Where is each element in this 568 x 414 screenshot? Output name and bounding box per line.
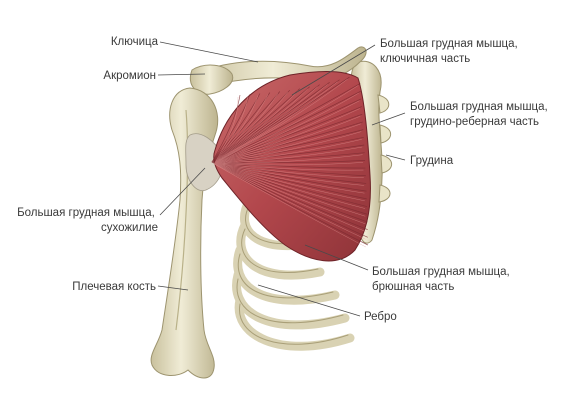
muscle-fiber-highlight (213, 163, 367, 248)
muscle-fiber (211, 161, 368, 215)
muscle-fiber-highlight (213, 163, 365, 194)
labels: Ключица Акромион Большая грудная мышца, … (17, 36, 551, 323)
muscle-fiber (211, 84, 320, 163)
leader-rib (257, 284, 361, 317)
muscle-fiber-highlight (213, 84, 328, 165)
muscle-fiber-highlight (213, 100, 360, 165)
muscle-fiber-highlight (213, 92, 288, 165)
muscle-fiber (211, 144, 365, 163)
muscle-fiber-highlight (213, 163, 366, 240)
muscle-fiber-highlight (213, 123, 361, 165)
muscle-fiber (211, 94, 251, 163)
muscle-fiber-highlight (213, 108, 360, 165)
muscle-fiber-highlight (213, 94, 269, 165)
muscle-fiber-highlight (213, 92, 359, 165)
muscle-fiber-highlight (213, 78, 348, 165)
muscle-fiber-highlight (213, 163, 366, 232)
leader-clavicle (159, 41, 259, 63)
muscle-fiber (211, 94, 241, 163)
muscle-fiber-highlight (213, 88, 308, 165)
muscle-fiber-highlight (213, 95, 259, 165)
muscle-fiber-highlight (213, 163, 366, 209)
leader-clavicular-part (291, 44, 376, 96)
muscle-fiber (211, 91, 281, 163)
label-clavicular-part: Большая грудная мышца, ключичная часть (380, 38, 521, 65)
muscle-fiber-highlight (213, 131, 362, 165)
muscle-fiber-highlight (213, 163, 364, 179)
muscle-fiber-highlight (213, 163, 365, 202)
muscle-fiber (211, 160, 366, 163)
muscle-fiber-highlight (213, 163, 366, 217)
muscle-fiber (211, 161, 366, 169)
pectoralis-tendon (185, 133, 224, 192)
label-sternum: Грудина (410, 155, 454, 167)
muscle-fiber-highlight (213, 163, 364, 171)
muscle-fiber (211, 161, 368, 230)
muscle-fiber (211, 83, 361, 163)
label-sternocostal-part: Большая грудная мышца, грудино-реберная … (410, 101, 551, 128)
muscle-fiber (211, 152, 365, 163)
label-humerus: Плечевая кость (72, 281, 156, 293)
muscle-fiber-highlight (213, 115, 361, 165)
muscle-fiber-highlight (213, 90, 298, 165)
muscle-fiber-highlight (213, 96, 249, 165)
leader-sternocostal-part (371, 112, 406, 126)
muscle-fiber-highlight (213, 96, 239, 165)
leader-sternum (385, 154, 406, 161)
leader-tendon (159, 167, 206, 216)
leader-acromion (157, 73, 206, 76)
leader-humerus (157, 285, 189, 291)
label-abdominal-part: Большая грудная мышца, брюшная часть (372, 266, 513, 293)
muscle-fiber (211, 89, 291, 163)
muscle-fiber-highlight (213, 139, 362, 165)
rib-2 (236, 220, 325, 280)
leader-lines (157, 41, 406, 317)
muscle-fiber (211, 82, 330, 163)
muscle-fiber-highlight (213, 162, 364, 166)
muscle-fiber-highlight (213, 146, 363, 165)
label-rib: Ребро (364, 311, 397, 323)
label-tendon: Большая грудная мышца, сухожилие (17, 207, 158, 234)
muscle-fiber-highlight (213, 163, 365, 186)
muscle-fiber-highlight (213, 93, 279, 165)
muscle-fiber (211, 161, 368, 223)
muscle-fiber-highlight (213, 154, 363, 165)
muscle-fiber-highlight (213, 85, 359, 165)
label-acromion: Акромион (103, 70, 156, 82)
leader-abdominal-part (304, 244, 369, 271)
muscle-fiber (211, 76, 350, 163)
muscle-fiber-highlight (213, 163, 366, 225)
muscle-fiber-highlight (213, 86, 318, 165)
label-clavicle: Ключица (111, 36, 159, 48)
muscle-fiber-highlight (213, 81, 338, 165)
